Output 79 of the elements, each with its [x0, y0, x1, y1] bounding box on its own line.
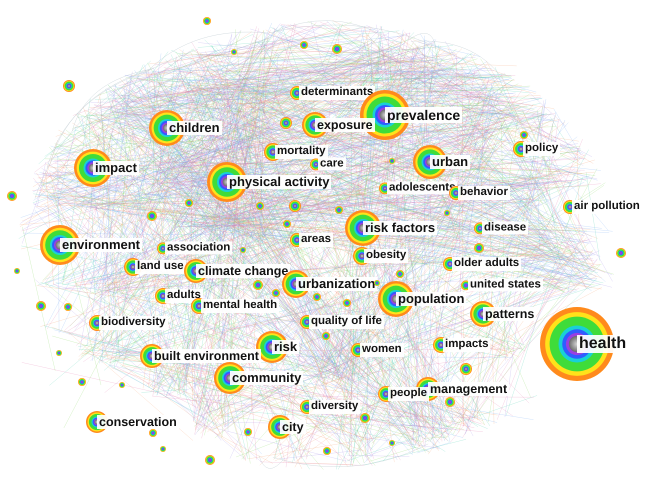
concentric-ring-icon — [313, 293, 321, 301]
concentric-ring-icon — [14, 268, 20, 274]
concentric-ring-icon — [64, 303, 72, 311]
keyword-label: areas — [299, 233, 334, 247]
keyword-label: mental health — [201, 299, 280, 313]
keyword-label: adults — [165, 289, 203, 303]
concentric-ring-icon — [63, 80, 75, 92]
keyword-label: children — [167, 120, 222, 136]
keyword-label: biodiversity — [99, 316, 168, 330]
concentric-ring-icon — [332, 44, 342, 54]
keyword-label: adolescents — [387, 181, 458, 195]
concentric-ring-icon — [360, 413, 370, 423]
concentric-ring-icon — [231, 49, 237, 55]
concentric-ring-icon — [322, 332, 330, 340]
keyword-label: city — [280, 420, 306, 434]
keyword-label: older adults — [452, 257, 522, 271]
keyword-label: behavior — [458, 186, 510, 200]
concentric-ring-icon — [36, 301, 46, 311]
concentric-ring-icon — [396, 270, 404, 278]
keyword-label: conservation — [97, 414, 179, 430]
concentric-ring-icon — [119, 382, 125, 388]
keyword-label: united states — [468, 278, 543, 292]
keyword-label: environment — [60, 238, 142, 252]
keyword-label: physical activity — [227, 174, 332, 190]
concentric-ring-icon — [474, 243, 484, 253]
keyword-label: management — [428, 382, 510, 396]
keyword-label: risk — [272, 340, 300, 354]
concentric-ring-icon — [460, 363, 472, 375]
concentric-ring-icon — [343, 299, 351, 307]
concentric-ring-icon — [240, 247, 246, 253]
keyword-label: quality of life — [309, 315, 384, 329]
keyword-label: impact — [93, 160, 139, 176]
keyword-label: association — [165, 241, 232, 255]
keyword-label: community — [230, 370, 304, 386]
concentric-ring-icon — [444, 210, 450, 216]
concentric-ring-icon — [203, 17, 211, 25]
keyword-label: patterns — [483, 306, 536, 322]
concentric-ring-icon — [323, 447, 331, 455]
keyword-label: diversity — [309, 400, 360, 414]
keyword-label: air pollution — [572, 200, 642, 214]
concentric-ring-icon — [253, 280, 263, 290]
keyword-label: land use — [135, 260, 186, 274]
concentric-ring-icon — [256, 202, 264, 210]
keyword-label: care — [318, 157, 346, 171]
keyword-label: obesity — [364, 249, 408, 263]
concentric-ring-icon — [335, 206, 343, 214]
concentric-ring-icon — [520, 131, 528, 139]
keyword-label: women — [360, 343, 404, 357]
concentric-ring-icon — [160, 446, 166, 452]
keyword-label: impacts — [443, 338, 490, 352]
keyword-label: people — [388, 387, 430, 401]
concentric-ring-icon — [283, 220, 291, 228]
concentric-ring-icon — [147, 211, 157, 221]
concentric-ring-icon — [616, 248, 626, 258]
keyword-label: policy — [523, 142, 560, 156]
concentric-ring-icon — [445, 397, 455, 407]
concentric-ring-icon — [272, 289, 280, 297]
concentric-ring-icon — [374, 280, 380, 286]
keyword-label: mortality — [275, 145, 328, 159]
keyword-label: urban — [430, 154, 470, 170]
keyword-label: disease — [482, 221, 528, 235]
concentric-ring-icon — [244, 428, 252, 436]
keyword-label: population — [396, 292, 466, 306]
concentric-ring-icon — [389, 158, 395, 164]
concentric-ring-icon — [7, 191, 17, 201]
keyword-label: built environment — [152, 348, 261, 364]
concentric-ring-icon — [289, 200, 301, 212]
concentric-ring-icon — [78, 378, 86, 386]
keyword-label: health — [577, 334, 628, 354]
concentric-ring-icon — [300, 41, 308, 49]
concentric-ring-icon — [56, 350, 62, 356]
concentric-ring-icon — [149, 429, 157, 437]
keyword-label: risk factors — [363, 220, 438, 236]
concentric-ring-icon — [389, 440, 395, 446]
concentric-ring-icon — [205, 455, 215, 465]
concentric-ring-icon — [185, 199, 193, 207]
keyword-label: prevalence — [385, 106, 462, 124]
concentric-ring-icon — [280, 117, 292, 129]
keyword-label: exposure — [315, 118, 375, 132]
